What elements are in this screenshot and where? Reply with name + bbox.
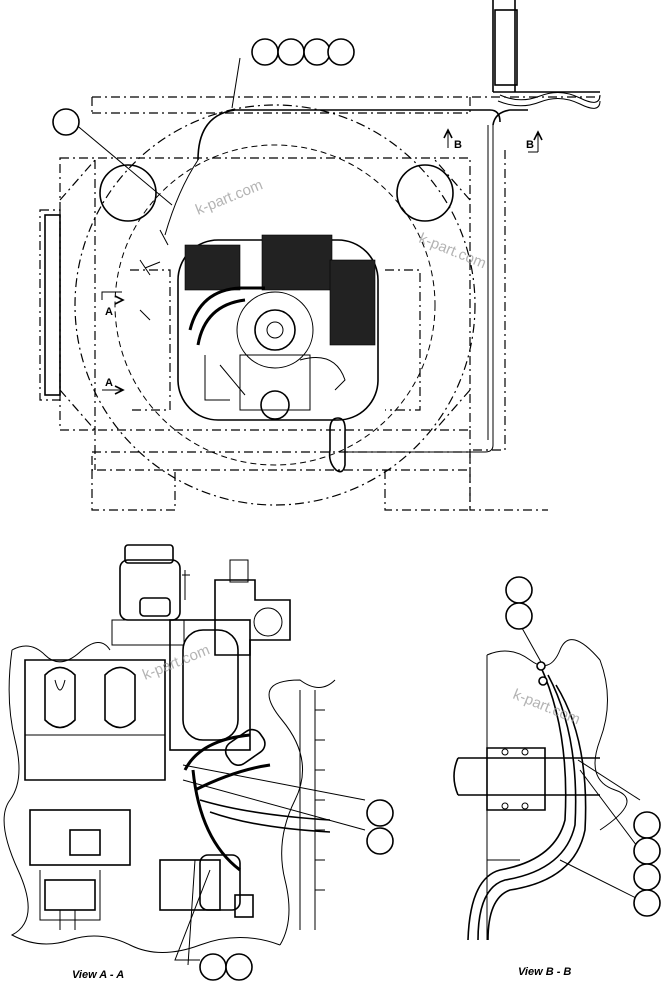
section-marker-a-lower: A [102, 377, 125, 395]
callout-balloon-left [52, 108, 80, 136]
callout-balloons-view-b-top [505, 576, 533, 630]
section-label-b-left: B [454, 139, 462, 151]
view-a-a-drawing [3, 544, 366, 966]
callout-balloons-view-a-bottom [199, 953, 253, 981]
top-plan-view [39, 0, 601, 511]
engine-assembly [177, 234, 379, 421]
section-label-a-upper: A [105, 306, 113, 318]
watermark-right: k-part.com [511, 686, 583, 728]
view-b-b-drawing [453, 627, 641, 941]
callout-balloons-view-a-right [366, 799, 394, 855]
section-marker-a-upper: A [101, 291, 125, 318]
section-label-a-lower: A [105, 377, 113, 389]
caption-view-b-b: View B - B [518, 966, 571, 978]
section-marker-b-left: B [443, 128, 462, 151]
callout-balloons-view-b-right [633, 811, 661, 917]
watermark-left: k-part.com [140, 641, 212, 683]
callout-balloons-top [251, 38, 355, 66]
watermark-top: k-part.com [193, 176, 265, 218]
watermark-top-right: k-part.com [417, 230, 489, 272]
section-label-b-right: B [526, 139, 534, 151]
section-marker-b-right: B [526, 130, 543, 153]
caption-view-a-a: View A - A [72, 969, 124, 981]
